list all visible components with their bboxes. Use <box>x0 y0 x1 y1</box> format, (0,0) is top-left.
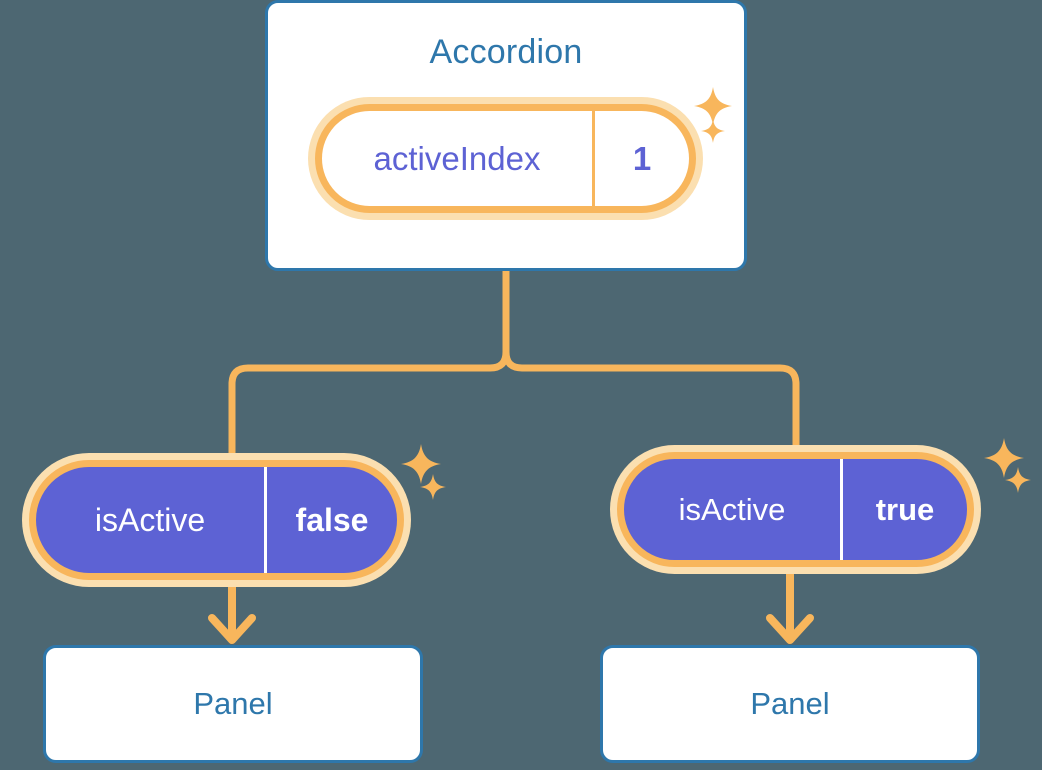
arrow-down-icon-left <box>208 614 256 644</box>
state-pill-key: activeIndex <box>373 139 541 177</box>
connector-tree-path <box>228 267 510 466</box>
state-pill-active-index[interactable]: activeIndex 1 <box>315 104 696 213</box>
state-pill-is-active-left[interactable]: isActive false <box>29 460 404 580</box>
panel-title: Panel <box>193 686 273 721</box>
state-pill-key: isActive <box>94 501 206 538</box>
state-pill-value: 1 <box>592 111 689 206</box>
panel-title: Panel <box>750 686 830 721</box>
state-pill-key: isActive <box>678 491 786 527</box>
sparkle-icon <box>400 443 442 485</box>
connector-tree-path-right <box>502 267 800 458</box>
panel-card-left[interactable]: Panel <box>43 645 423 763</box>
panel-card-right[interactable]: Panel <box>600 645 980 763</box>
accordion-title: Accordion <box>429 33 583 71</box>
state-pill-value: true <box>840 459 967 560</box>
state-pill-is-active-right[interactable]: isActive true <box>617 452 974 567</box>
sparkle-icon <box>1004 466 1032 494</box>
state-pill-value: false <box>264 467 397 573</box>
arrow-down-icon-right <box>766 614 814 644</box>
sparkle-icon <box>983 437 1025 479</box>
sparkle-icon <box>419 473 447 501</box>
